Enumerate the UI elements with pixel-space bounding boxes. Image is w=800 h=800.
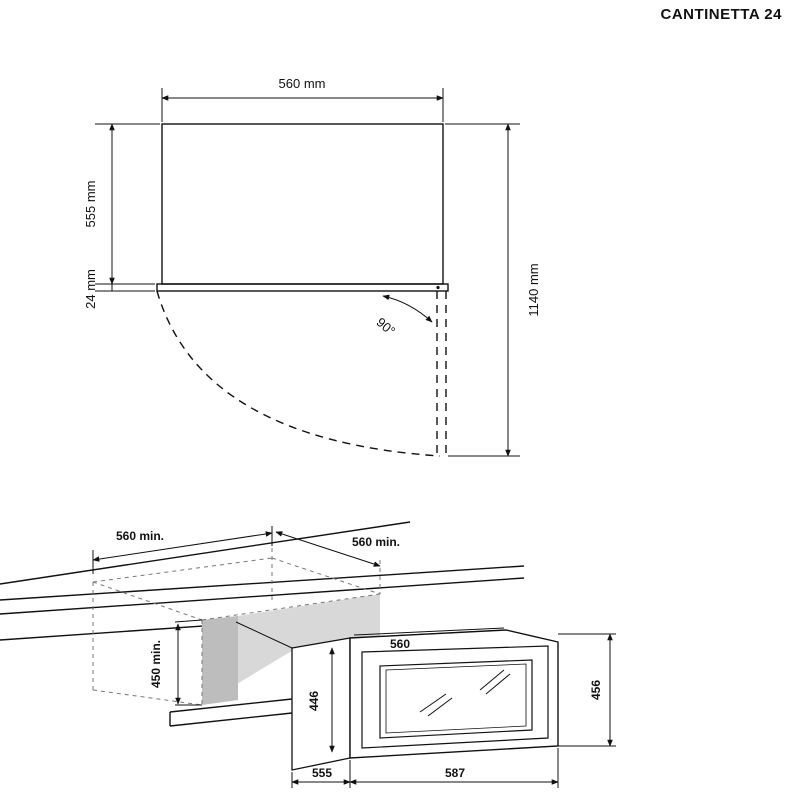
width-dimension-label: 560 mm: [279, 76, 326, 91]
glass-reflection: [479, 669, 505, 691]
glass-reflection: [485, 673, 511, 695]
appliance-width-label: 560: [390, 637, 410, 651]
niche-outline: [92, 689, 203, 706]
door-swing-arc: [156, 290, 441, 457]
glass-reflection: [427, 697, 453, 717]
niche-depth-label: 560 min.: [352, 535, 400, 549]
shelf-edge: [169, 698, 293, 713]
door-dimension-label: 24 mm: [83, 269, 98, 309]
niche-outline: [201, 593, 381, 621]
appliance-top-edge: [235, 621, 293, 649]
niche-outline: [92, 557, 273, 583]
model-title: CANTINETTA 24: [660, 6, 782, 23]
angle-arc: [382, 294, 433, 323]
niche-outline: [92, 581, 203, 621]
counter-top-edge: [0, 521, 411, 585]
appliance-side: [291, 637, 351, 771]
niche-view: 560 min. 560 min. 450 min. 560 446: [0, 521, 616, 788]
counter-top-edge: [0, 565, 525, 601]
niche-depth-dimension-line: [275, 531, 381, 567]
niche-side-wall: [202, 616, 238, 705]
appliance-front-frame: [349, 629, 559, 759]
niche-interior: [202, 594, 380, 705]
appliance-glass-inner: [385, 663, 527, 734]
body-height-label: 446: [307, 691, 321, 711]
extension-line: [174, 619, 203, 623]
appliance-width-dimension-line: [353, 627, 505, 636]
angle-label: 90°: [374, 314, 399, 338]
top-view: 560 mm 555 mm 24 mm 1140 mm 90°: [83, 76, 541, 457]
appliance-glass: [379, 659, 533, 739]
glass-reflection: [419, 693, 447, 713]
hinge-point: [436, 285, 440, 290]
niche-height-label: 450 min.: [149, 640, 163, 688]
niche-width-label: 560 min.: [116, 529, 164, 543]
appliance-height-label: 456: [589, 680, 603, 700]
counter-top-edge: [0, 577, 525, 615]
shelf-edge: [169, 712, 293, 727]
total-dimension-label: 1140 mm: [526, 263, 541, 316]
niche-width-dimension-line: [92, 531, 273, 562]
door-outline: [156, 283, 449, 292]
body-depth-label: 555: [312, 766, 332, 780]
front-width-label: 587: [445, 766, 465, 780]
appliance-door: [361, 645, 549, 749]
cabinet-outline: [161, 123, 444, 285]
depth-dimension-label: 555 mm: [83, 181, 98, 228]
